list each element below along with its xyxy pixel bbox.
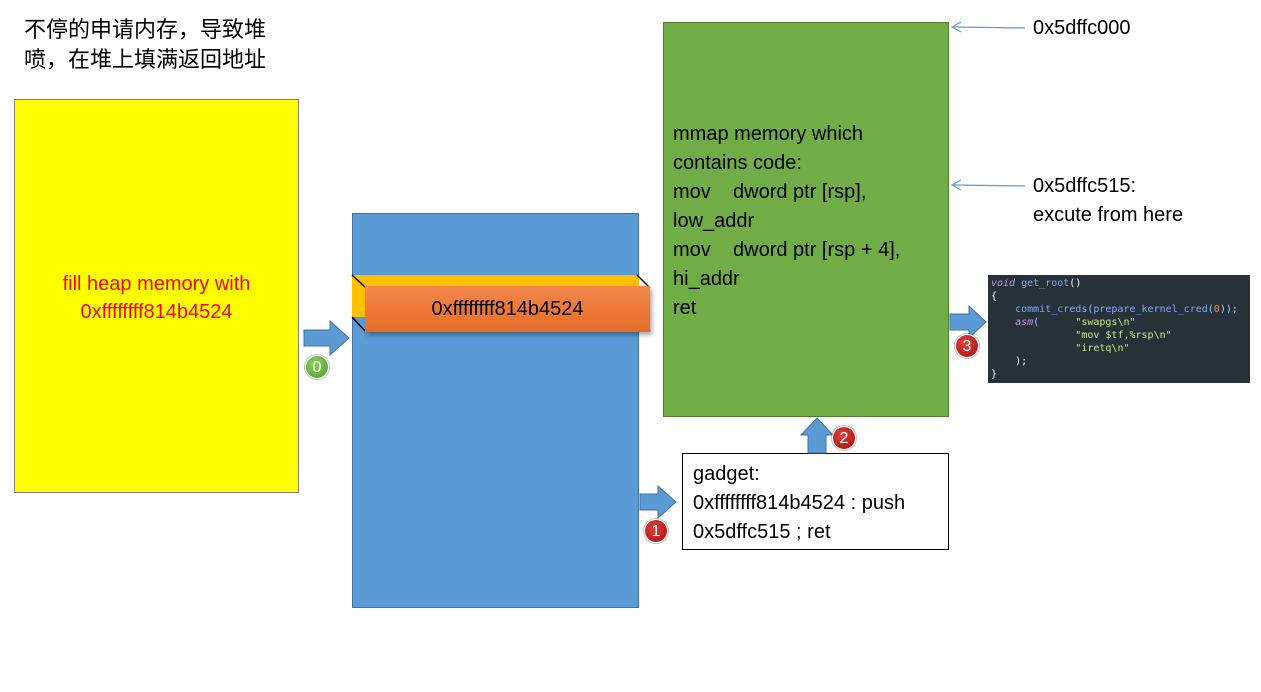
mmap-code-text: mmap memory which contains code: mov dwo… xyxy=(673,123,901,319)
arrow-2-up-icon xyxy=(799,417,835,454)
code-string-swapgs: "swapgs\n" xyxy=(1075,317,1136,328)
return-address-bar: 0xffffffff814b4524 xyxy=(365,286,650,332)
code-asm-keyword: asm xyxy=(1015,317,1034,328)
code-close-paren: ); xyxy=(1015,356,1028,367)
code-string-mov: "mov $tf,%rsp\n" xyxy=(1075,330,1172,341)
code-parens: () xyxy=(1069,278,1082,289)
gadget-line1: gadget: xyxy=(693,463,760,485)
address-mid-line1: 0x5dffc515: xyxy=(1033,175,1137,197)
pointer-top-arrowhead-icon xyxy=(950,21,962,33)
gadget-box: gadget: 0xffffffff814b4524 : push 0x5dff… xyxy=(682,453,949,550)
diagram-heading: 不停的申请内存，导致堆喷，在堆上填满返回地址 xyxy=(24,18,267,73)
code-string-iretq: "iretq\n" xyxy=(1075,343,1130,354)
address-top-label: 0x5dffc000 xyxy=(1033,17,1131,39)
code-call-commit-creds: commit_creds xyxy=(1015,304,1088,315)
code-open-brace: { xyxy=(991,291,998,302)
code-close-brace: } xyxy=(991,369,998,380)
step-badge-3: 3 xyxy=(955,334,979,358)
arrow-0-right-icon xyxy=(303,319,350,357)
mmap-memory-box xyxy=(663,22,949,417)
arrow-1-right-icon xyxy=(639,484,677,520)
heap-fill-line2: 0xffffffff814b4524 xyxy=(80,301,233,323)
pointer-mid-arrowhead-icon xyxy=(950,179,962,191)
code-void-keyword: void xyxy=(991,278,1016,289)
pointer-top-line xyxy=(953,26,1026,29)
pointer-mid-line xyxy=(953,184,1026,187)
band-edge-bottom-left xyxy=(351,316,366,332)
step-badge-2: 2 xyxy=(832,426,856,450)
arrow-3-right-icon xyxy=(949,304,987,340)
code-function-name: get_root xyxy=(1021,278,1070,289)
code-zero: 0 xyxy=(1213,304,1220,315)
address-mid-line2: excute from here xyxy=(1033,204,1184,226)
heap-memory-label: fill heap memory with 0xffffffff814b4524 xyxy=(14,270,299,326)
step-badge-0: 0 xyxy=(305,355,329,379)
code-call-prepare-kernel-cred: prepare_kernel_cred xyxy=(1093,304,1208,315)
heap-fill-line1: fill heap memory with xyxy=(62,273,251,295)
heap-memory-box xyxy=(14,99,299,493)
gadget-line3: 0x5dffc515 ; ret xyxy=(693,521,831,543)
get-root-code-block: void get_root() { commit_creds(prepare_k… xyxy=(988,275,1250,383)
band-edge-top-left xyxy=(351,274,366,288)
address-mid-label: 0x5dffc515: excute from here xyxy=(1033,172,1183,230)
step-badge-1: 1 xyxy=(644,519,668,543)
gadget-line2: 0xffffffff814b4524 : push xyxy=(693,492,906,514)
band-edge-top-right xyxy=(636,274,651,289)
